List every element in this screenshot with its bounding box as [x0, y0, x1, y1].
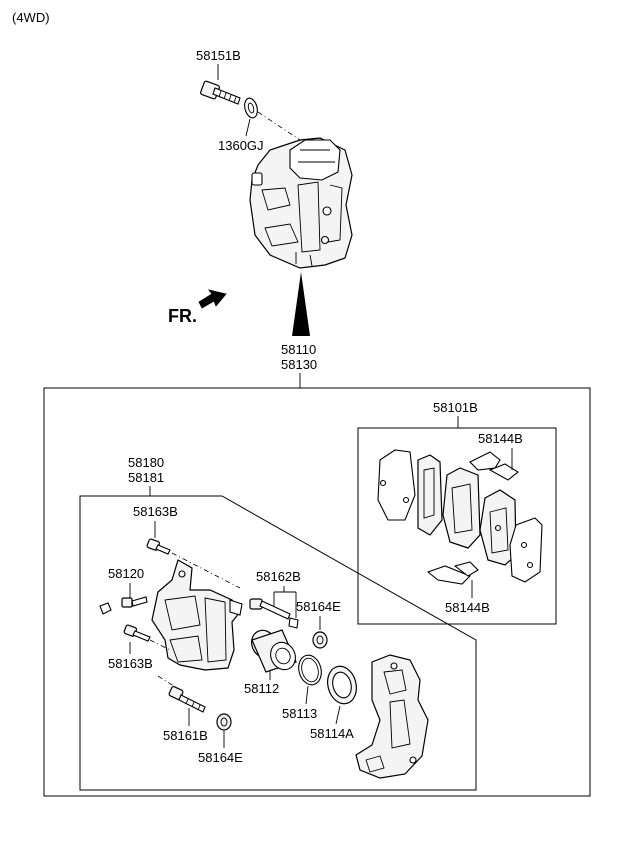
leader-58114A	[335, 705, 341, 725]
guide-pin-58162B-part	[249, 598, 299, 629]
label-58164E-bottom: 58164E	[198, 750, 243, 765]
caliper-body-part	[151, 559, 243, 671]
label-58144B-bottom: 58144B	[445, 600, 490, 615]
bolt-58163B-top-part	[146, 538, 171, 555]
bolt-axis-line	[257, 111, 301, 141]
front-label: FR.	[168, 306, 197, 326]
leader-1360GJ	[245, 118, 251, 137]
pad-kit-box	[357, 427, 557, 625]
leader-58113	[305, 685, 309, 705]
boot-58114A-part	[327, 665, 357, 705]
bolt-58151B-part	[200, 80, 241, 105]
bolt-58163B-bottom-part	[123, 624, 151, 642]
seal-58113-part	[298, 654, 322, 686]
label-58163B-bottom: 58163B	[108, 656, 153, 671]
label-58130: 58130	[281, 357, 317, 372]
guide-pin-58161B-part	[168, 685, 206, 713]
boot-58164E-bottom-part	[216, 713, 232, 731]
label-58112: 58112	[244, 681, 279, 696]
variant-label: (4WD)	[12, 10, 50, 25]
caliper-body-kit-box	[79, 495, 477, 791]
label-58180: 58180	[128, 455, 164, 470]
caliper-assembly-part	[249, 137, 353, 269]
piston-58112-part	[251, 629, 297, 673]
front-arrow-icon	[198, 289, 227, 309]
front-direction-indicator: FR.	[168, 289, 227, 326]
washer-1360GJ-part	[244, 97, 258, 119]
boot-58164E-right-part	[312, 631, 328, 649]
label-58110: 58110	[281, 342, 316, 357]
label-58113: 58113	[282, 706, 317, 721]
top-bolt-axis-line	[171, 552, 241, 589]
caliper-kit-box	[43, 387, 591, 797]
bottom-bolt-axis-line	[149, 639, 171, 651]
lower-pin-axis-line	[157, 675, 181, 691]
label-58114A: 58114A	[310, 726, 354, 741]
label-58151B: 58151B	[196, 48, 241, 63]
brake-pads-part	[377, 449, 543, 585]
label-1360GJ: 1360GJ	[218, 138, 264, 153]
label-58101B: 58101B	[433, 400, 478, 415]
label-58162B: 58162B	[256, 569, 301, 584]
caliper-bracket-part	[355, 654, 429, 779]
bleeder-58120-part	[99, 596, 148, 615]
label-58144B-top: 58144B	[478, 431, 523, 446]
label-58164E-right: 58164E	[296, 599, 341, 614]
leader-58162B	[273, 586, 297, 618]
label-58161B: 58161B	[163, 728, 208, 743]
label-58163B-top: 58163B	[133, 504, 178, 519]
assembly-pointer-icon	[292, 272, 310, 336]
label-58181: 58181	[128, 470, 164, 485]
label-58120: 58120	[108, 566, 144, 581]
